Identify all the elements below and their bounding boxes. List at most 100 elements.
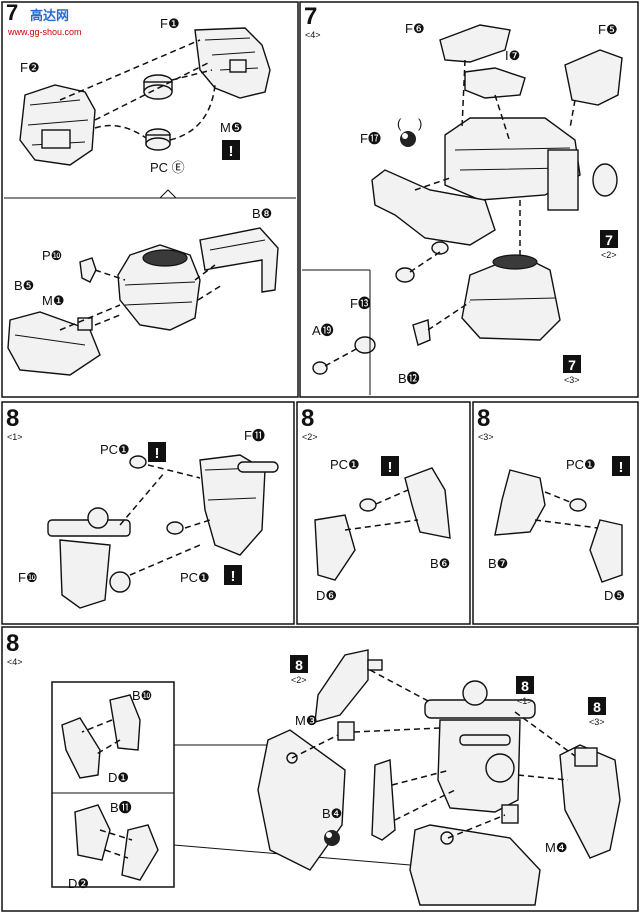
part-f5 xyxy=(564,49,623,106)
svg-text:<2>: <2> xyxy=(302,432,318,442)
label-f13: F⓭ xyxy=(350,296,371,311)
panel-7-2 xyxy=(1,1,299,398)
caution-icon: ! xyxy=(148,442,166,462)
part-pc1 xyxy=(569,498,587,512)
label-f6: F❻ xyxy=(405,21,425,36)
part-f1 xyxy=(194,27,271,99)
label-pce: PC Ⓔ xyxy=(150,160,185,175)
svg-text:<2>: <2> xyxy=(291,675,307,685)
svg-text:8: 8 xyxy=(295,657,303,673)
part-hip-body xyxy=(424,680,536,813)
svg-text:!: ! xyxy=(155,445,160,462)
label-f2: F❷ xyxy=(20,60,40,75)
ref-7-2: 7 <2> xyxy=(600,230,618,260)
label-b6: B❻ xyxy=(430,556,450,571)
svg-text:<3>: <3> xyxy=(564,375,580,385)
label-f11: F⓫ xyxy=(244,428,265,443)
label-f17: F⓱ xyxy=(360,131,381,146)
panel-8-1 xyxy=(1,401,295,625)
part-m4 xyxy=(501,804,519,824)
svg-text:7: 7 xyxy=(568,357,576,373)
part-m5-joint xyxy=(143,74,173,100)
step-8-4-marker: 8 <4> xyxy=(6,630,23,667)
label-pc1-8-2: PC❶ xyxy=(330,457,360,472)
part-f10 xyxy=(47,507,131,609)
step-8-2-marker: 8 <2> xyxy=(301,405,318,442)
label-a19: A⓳ xyxy=(312,323,334,338)
step-8-3-marker: 8 <3> xyxy=(477,405,494,442)
part-f2 xyxy=(19,84,96,166)
gunmetal-color-icon xyxy=(400,131,416,147)
part-f13 xyxy=(354,336,376,354)
part-b11 xyxy=(74,804,111,861)
svg-text:(: ( xyxy=(397,116,402,131)
label-f5: F❺ xyxy=(598,22,618,37)
label-b11: B⓫ xyxy=(110,800,132,815)
label-f10: F❿ xyxy=(18,570,38,585)
label-f1: F❶ xyxy=(160,16,180,31)
gunmetal-color-icon xyxy=(324,830,340,846)
svg-text:!: ! xyxy=(229,143,234,160)
caution-icon: ! xyxy=(222,140,240,160)
label-m5: M❺ xyxy=(220,120,242,135)
svg-text:<4>: <4> xyxy=(305,30,321,40)
label-d5: D❺ xyxy=(604,588,625,603)
svg-text:8: 8 xyxy=(6,405,19,432)
svg-text:!: ! xyxy=(388,459,393,476)
label-b4: B❹ xyxy=(322,806,342,821)
part-b8 xyxy=(199,227,279,293)
svg-text:8: 8 xyxy=(301,405,314,432)
label-b5: B❺ xyxy=(14,278,34,293)
label-b8: B❽ xyxy=(252,206,272,221)
panel-8-2 xyxy=(296,401,471,625)
watermark-url: www.gg-shou.com xyxy=(7,27,82,37)
label-pc1-b: PC❶ xyxy=(180,570,210,585)
part-m3 xyxy=(337,721,355,741)
svg-text:): ) xyxy=(418,116,422,131)
label-m3: M❸ xyxy=(295,713,317,728)
part-f17 xyxy=(371,169,496,246)
part-pc1-a xyxy=(129,455,147,469)
part-d5 xyxy=(589,519,623,583)
step-8-1-marker: 8 <1> xyxy=(6,405,23,442)
ref-8-3: 8 <3> xyxy=(588,697,606,727)
svg-text:<3>: <3> xyxy=(589,717,605,727)
label-b7: B❼ xyxy=(488,556,508,571)
part-b6 xyxy=(404,467,451,539)
part-d1 xyxy=(61,717,101,779)
label-d6: D❻ xyxy=(316,588,337,603)
part-small-joints xyxy=(395,241,449,283)
step-7-4-marker: 7 <4> xyxy=(304,3,321,40)
part-waist xyxy=(461,254,561,341)
part-d2 xyxy=(121,824,159,881)
part-pce xyxy=(145,128,171,151)
label-m1: M❶ xyxy=(42,293,64,308)
svg-text:<2>: <2> xyxy=(601,250,617,260)
caution-icon: ! xyxy=(381,456,399,476)
part-pc1-b xyxy=(166,521,184,535)
svg-text:<1>: <1> xyxy=(7,432,23,442)
part-b7 xyxy=(494,469,546,536)
part-i7 xyxy=(464,67,526,99)
part-f11 xyxy=(199,454,279,556)
part-torso-box xyxy=(444,117,618,211)
label-b10: B❿ xyxy=(132,688,152,703)
part-assembled-torso xyxy=(117,244,201,331)
caution-icon: ! xyxy=(612,456,630,476)
ref-8-2: 8 <2> xyxy=(290,655,308,685)
panel-8-4 xyxy=(1,626,639,912)
svg-text:<3>: <3> xyxy=(478,432,494,442)
label-p10: P❿ xyxy=(42,248,62,263)
svg-text:7: 7 xyxy=(304,3,317,30)
watermark-brand: 高达网 xyxy=(30,8,69,23)
inset-box xyxy=(51,681,175,888)
label-pc1-8-3: PC❶ xyxy=(566,457,596,472)
svg-text:8: 8 xyxy=(521,678,529,694)
part-b4 xyxy=(371,759,396,841)
panel-7-4 xyxy=(299,1,639,398)
svg-text:8: 8 xyxy=(6,630,19,657)
part-pc1 xyxy=(359,498,377,512)
svg-text:7: 7 xyxy=(6,0,18,25)
part-b12 xyxy=(412,319,431,346)
